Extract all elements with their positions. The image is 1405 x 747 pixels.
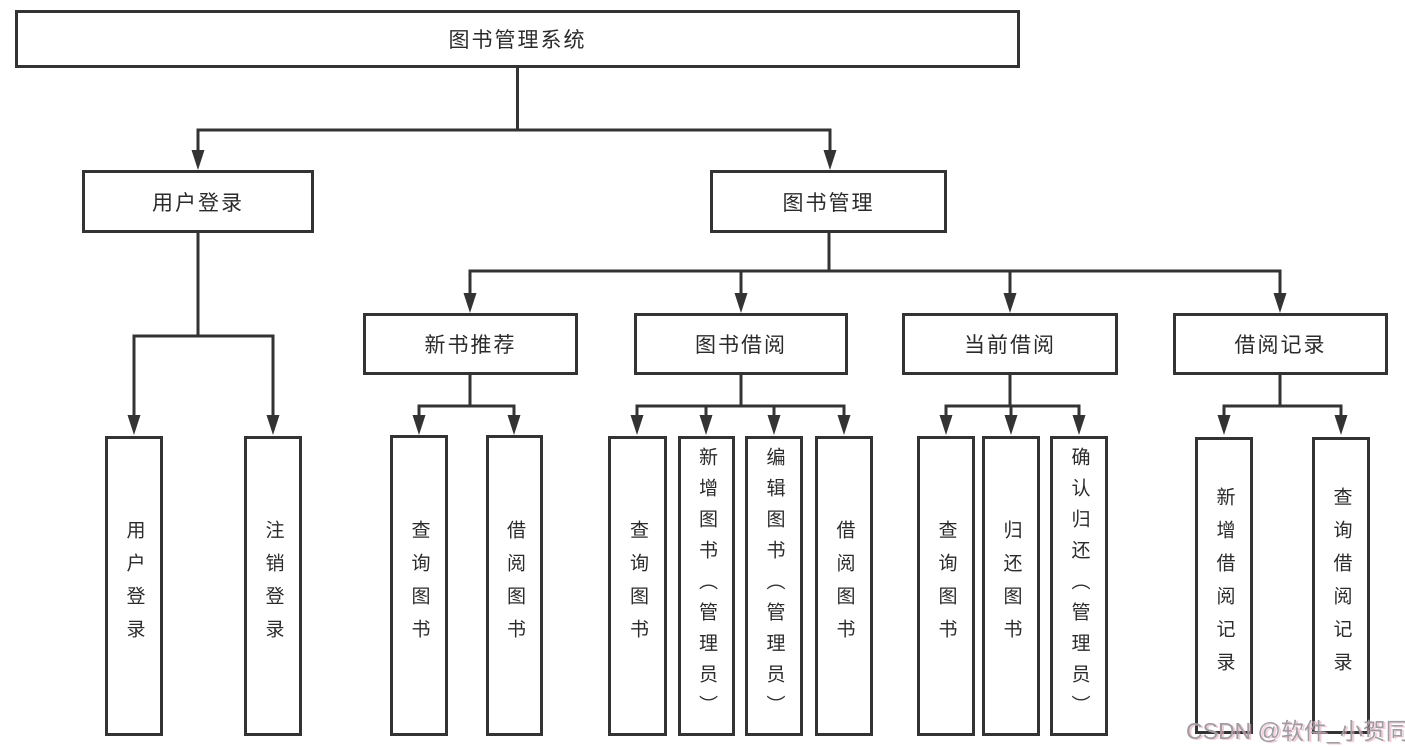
leaf-query-books-borrowing: 查询图书 xyxy=(608,436,667,736)
leaf-add-book-admin: 新增图书（管理员） xyxy=(678,436,735,736)
node-book-management: 图书管理 xyxy=(710,170,947,233)
leaf-add-borrow-record: 新增借阅记录 xyxy=(1195,437,1253,734)
leaf-query-books-recommend-label: 查询图书 xyxy=(408,519,430,652)
leaf-confirm-return-admin: 确认归还（管理员） xyxy=(1050,436,1108,736)
leaf-edit-book-admin: 编辑图书（管理员） xyxy=(745,436,803,736)
leaf-user-login: 用户登录 xyxy=(105,436,163,736)
node-book-borrowing-label: 图书借阅 xyxy=(695,334,787,357)
node-book-management-label: 图书管理 xyxy=(782,191,875,215)
leaf-query-books-current: 查询图书 xyxy=(917,436,975,736)
node-new-book-recommend: 新书推荐 xyxy=(363,313,578,375)
node-user-login-label: 用户登录 xyxy=(152,191,244,215)
node-library-management-system-label: 图书管理系统 xyxy=(448,29,587,52)
leaf-query-books-borrowing-label: 查询图书 xyxy=(627,520,648,652)
leaf-borrow-books-borrowing: 借阅图书 xyxy=(815,436,873,736)
node-current-borrowing-label: 当前借阅 xyxy=(964,334,1056,357)
leaf-query-books-recommend: 查询图书 xyxy=(390,435,448,736)
node-new-book-recommend-label: 新书推荐 xyxy=(424,334,517,357)
leaf-logout-label: 注销登录 xyxy=(262,520,284,652)
leaf-add-book-admin-label: 新增图书（管理员） xyxy=(696,446,717,726)
leaf-borrow-books-recommend: 借阅图书 xyxy=(486,435,543,736)
leaf-query-borrow-record: 查询借阅记录 xyxy=(1312,437,1370,734)
leaf-add-borrow-record-label: 新增借阅记录 xyxy=(1213,486,1235,685)
leaf-borrow-books-recommend-label: 借阅图书 xyxy=(504,519,525,652)
leaf-borrow-books-borrowing-label: 借阅图书 xyxy=(833,520,855,652)
node-user-login: 用户登录 xyxy=(82,170,314,233)
leaf-query-books-current-label: 查询图书 xyxy=(935,520,957,652)
leaf-query-borrow-record-label: 查询借阅记录 xyxy=(1330,486,1352,685)
leaf-return-book: 归还图书 xyxy=(982,436,1040,736)
leaf-edit-book-admin-label: 编辑图书（管理员） xyxy=(763,446,785,726)
node-library-management-system: 图书管理系统 xyxy=(15,10,1020,68)
arrowheads xyxy=(127,150,1348,435)
leaf-confirm-return-admin-label: 确认归还（管理员） xyxy=(1068,446,1090,726)
node-current-borrowing: 当前借阅 xyxy=(902,313,1118,375)
csdn-watermark: CSDN @软件_小贺同学 xyxy=(1186,718,1405,744)
node-borrowing-records-label: 借阅记录 xyxy=(1234,334,1327,357)
leaf-logout: 注销登录 xyxy=(244,436,302,736)
node-book-borrowing: 图书借阅 xyxy=(634,313,848,375)
leaf-user-login-label: 用户登录 xyxy=(123,520,145,652)
leaf-return-book-label: 归还图书 xyxy=(1000,520,1022,652)
node-borrowing-records: 借阅记录 xyxy=(1173,313,1388,375)
